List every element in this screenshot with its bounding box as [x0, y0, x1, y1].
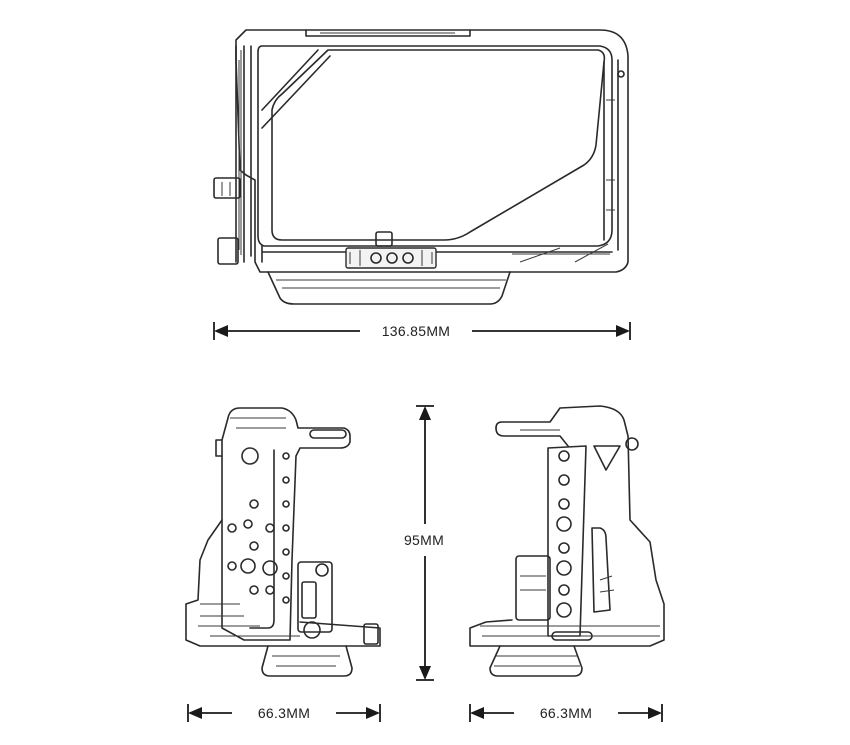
height-label: 95MM	[404, 532, 444, 548]
width-dimension: 136.85MM	[213, 322, 631, 340]
right-depth-label: 66.3MM	[540, 705, 592, 721]
right-depth-dimension: 66.3MM	[469, 704, 663, 722]
right-side-view-cage	[469, 405, 665, 677]
left-side-view-cage	[185, 407, 381, 677]
left-depth-dimension: 66.3MM	[187, 704, 381, 722]
left-depth-label: 66.3MM	[258, 705, 310, 721]
width-label: 136.85MM	[382, 323, 451, 339]
height-dimension: 95MM	[404, 405, 444, 681]
top-view-cage	[213, 29, 629, 305]
